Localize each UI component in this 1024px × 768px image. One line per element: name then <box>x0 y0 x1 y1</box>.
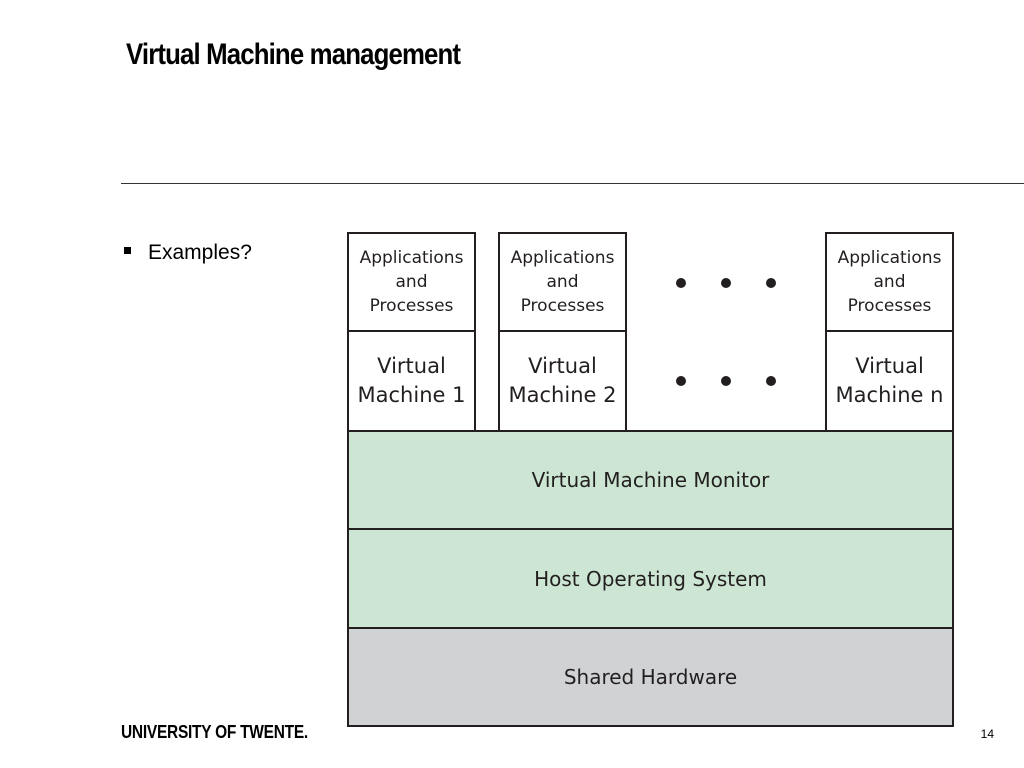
title-divider <box>121 183 1024 184</box>
page-number: 14 <box>980 727 994 741</box>
virtual-machine-monitor-layer: Virtual Machine Monitor <box>347 430 954 530</box>
ellipsis-vm-row <box>676 376 776 386</box>
dot-icon <box>766 278 776 288</box>
virtual-machine-box-2: Virtual Machine 2 <box>498 330 627 432</box>
shared-hardware-layer: Shared Hardware <box>347 627 954 727</box>
dot-icon <box>721 376 731 386</box>
square-bullet-icon <box>124 246 131 254</box>
virtual-machine-box-n: Virtual Machine n <box>825 330 954 432</box>
dot-icon <box>721 278 731 288</box>
bullet-item: Examples? <box>124 241 252 265</box>
host-operating-system-layer: Host Operating System <box>347 528 954 629</box>
slide-title: Virtual Machine management <box>126 38 461 71</box>
virtual-machine-box-1: Virtual Machine 1 <box>347 330 476 432</box>
dot-icon <box>766 376 776 386</box>
apps-processes-box-n: Applications and Processes <box>825 232 954 332</box>
apps-processes-box-2: Applications and Processes <box>498 232 627 332</box>
ellipsis-apps-row <box>676 278 776 288</box>
apps-processes-box-1: Applications and Processes <box>347 232 476 332</box>
dot-icon <box>676 376 686 386</box>
dot-icon <box>676 278 686 288</box>
university-logo: UNIVERSITY OF TWENTE. <box>121 722 308 742</box>
bullet-text: Examples? <box>148 241 252 264</box>
